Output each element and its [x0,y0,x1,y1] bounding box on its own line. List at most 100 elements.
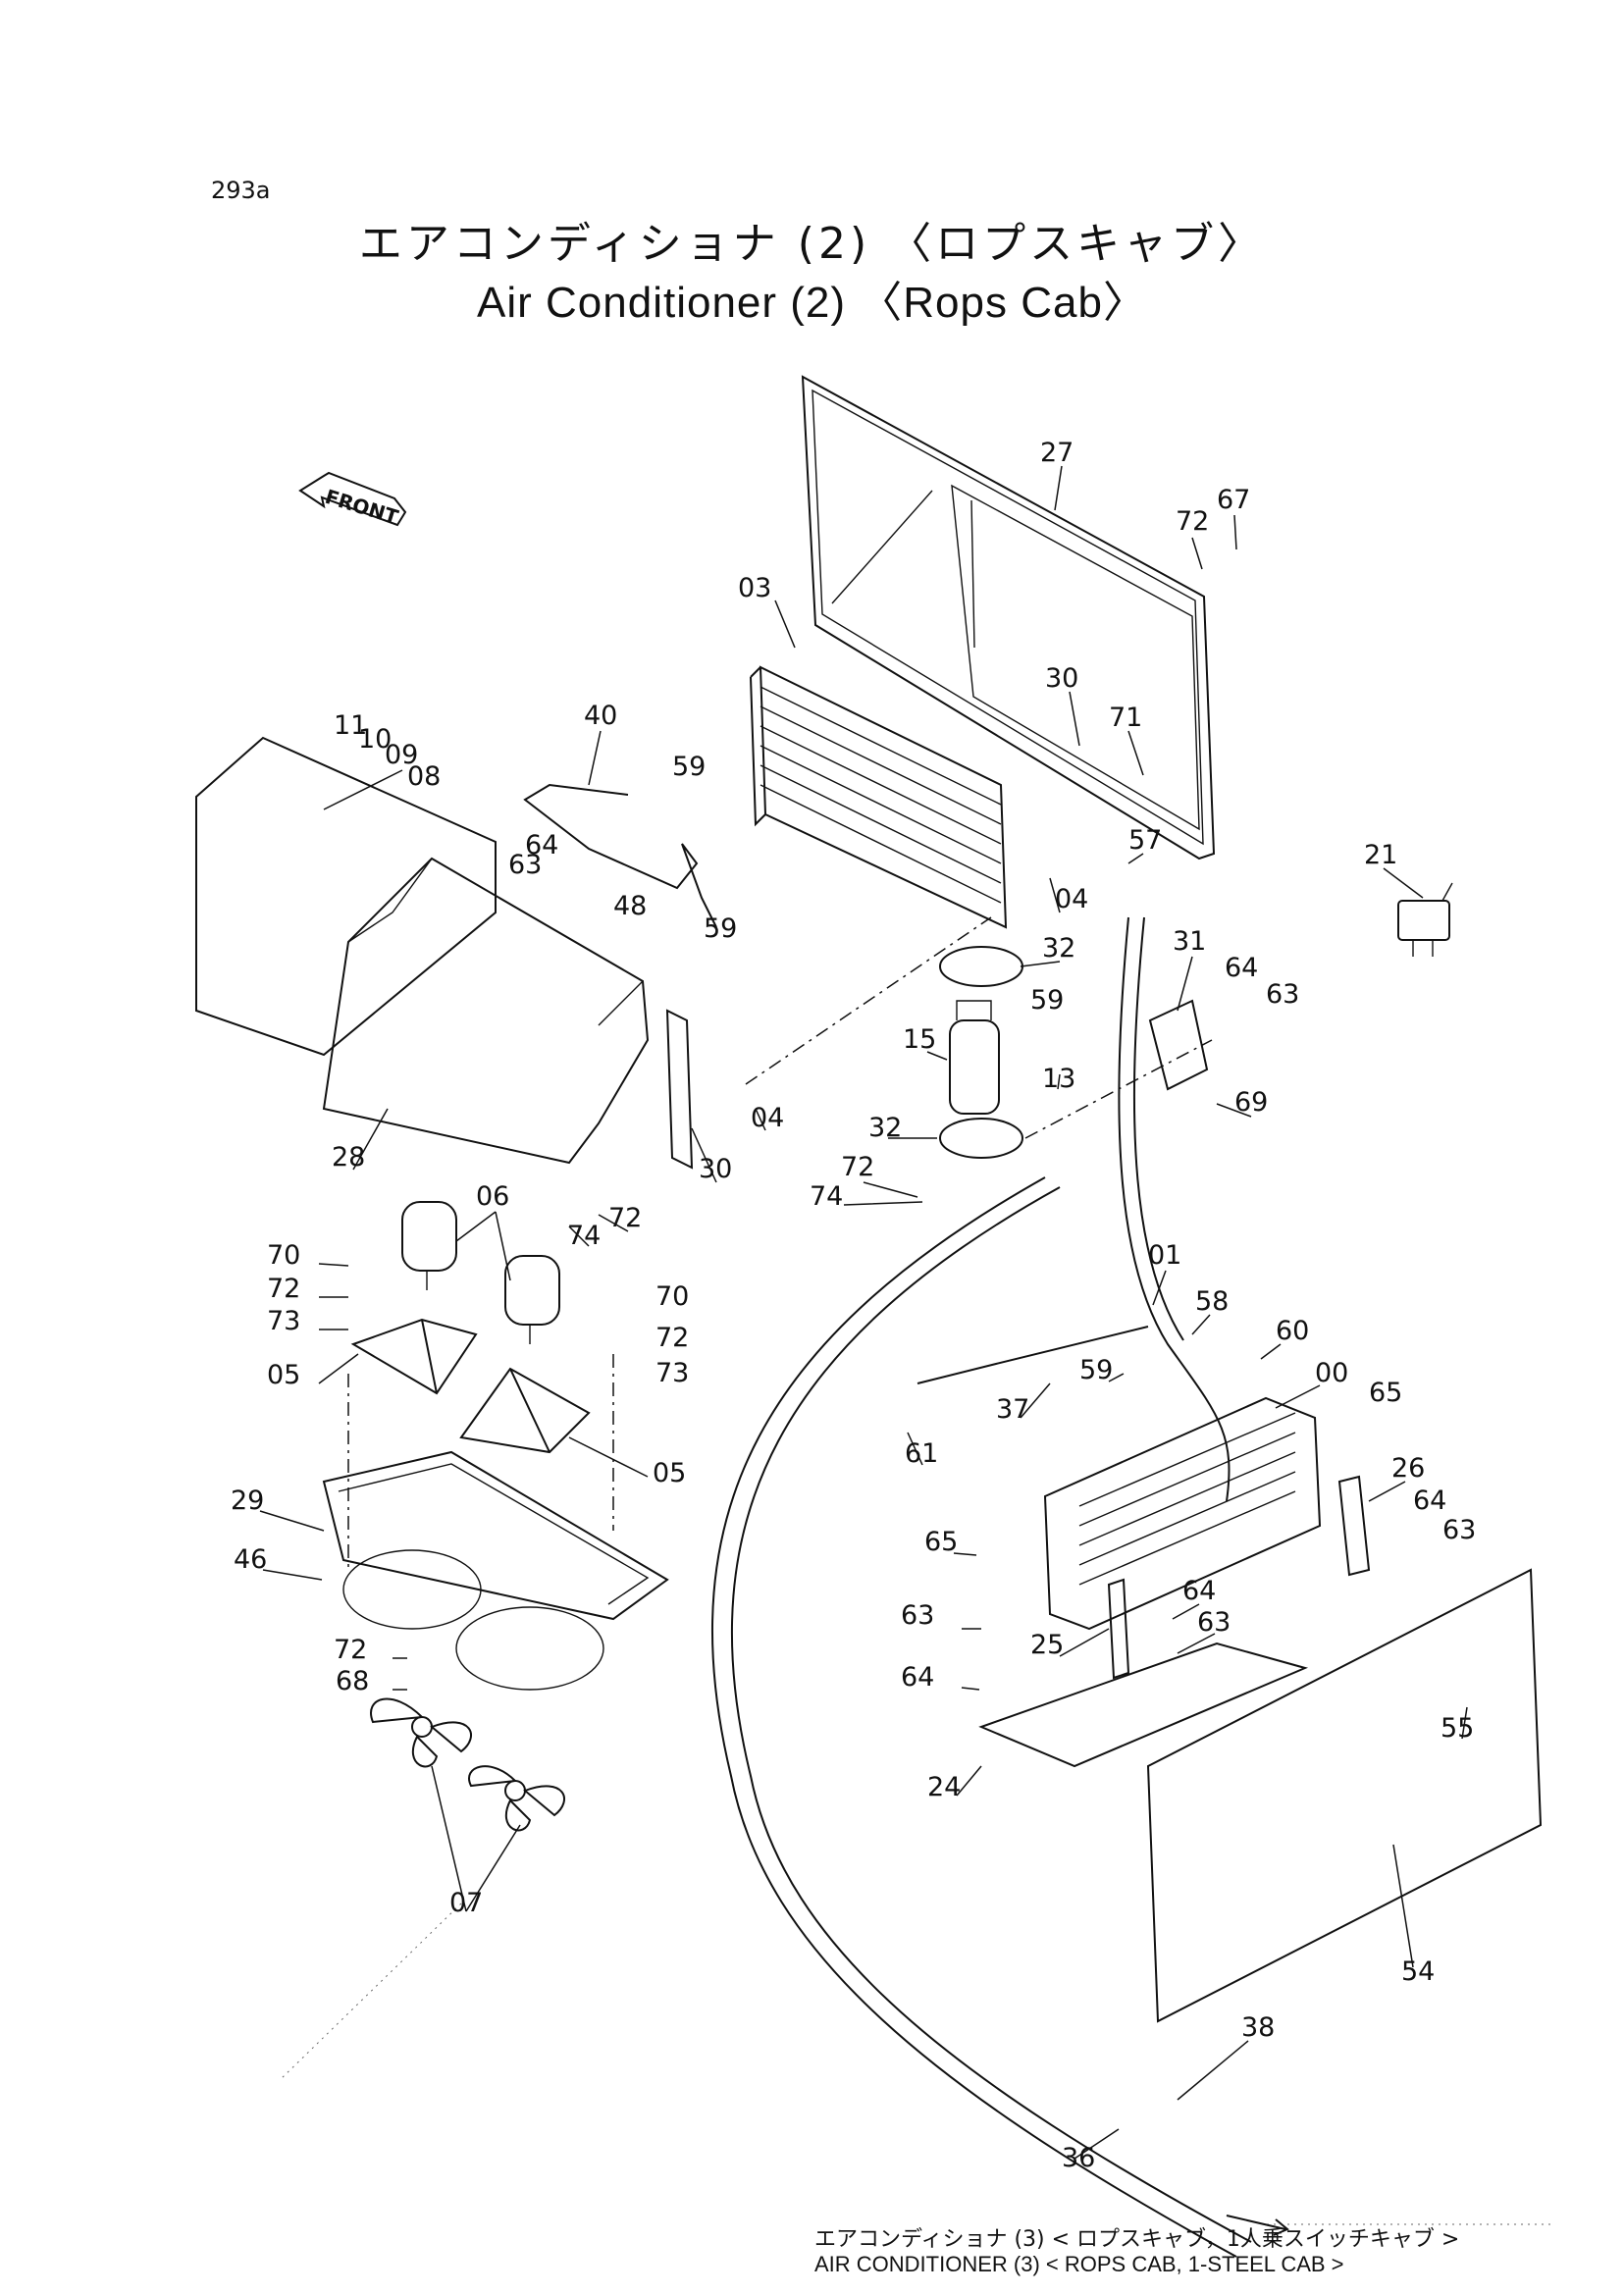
part-label-64: 64 [901,1662,934,1693]
evaporator-core [1043,1396,1322,1631]
part-label-65: 65 [924,1527,958,1557]
part-label-63: 63 [1266,979,1299,1010]
part-label-73: 73 [655,1358,689,1388]
part-label-55: 55 [1441,1713,1474,1744]
receiver-dryer [949,1000,1000,1115]
bracket-31 [1148,999,1209,1091]
bracket-26 [1337,1475,1371,1577]
part-label-26: 26 [1391,1453,1425,1484]
motor-support-left [350,1318,478,1395]
part-label-63: 63 [508,850,542,880]
part-label-63: 63 [1197,1607,1231,1638]
part-labels: 27 72 67 03 30 71 40 11 10 09 08 59 64 6… [231,438,1476,2173]
motor-support-right [459,1367,591,1454]
part-label-32: 32 [1042,933,1075,964]
part-label-04: 04 [1055,884,1088,914]
part-label-72: 72 [267,1274,300,1304]
part-label-58: 58 [1195,1286,1229,1317]
clamp-lower [939,1118,1023,1159]
relay [1397,882,1453,957]
part-label-27: 27 [1040,438,1074,468]
hose-38-inner [1132,916,1184,1341]
part-label-68: 68 [336,1666,369,1696]
part-label-64: 64 [1413,1486,1446,1516]
part-label-01: 01 [1148,1240,1181,1271]
continuation-arrow-icon [1226,2215,1289,2236]
front-arrow-icon: FRONT [298,471,407,529]
part-label-25: 25 [1030,1630,1064,1660]
part-label-64: 64 [525,830,558,860]
blower-motor-right [504,1255,560,1344]
fan-case [322,1450,669,1691]
hose-38 [1118,916,1231,1502]
title-japanese: エアコンディショナ (2) 〈ロプスキャブ〉 [358,219,1266,269]
page-number: 293a [211,177,271,204]
cable-37 [917,1326,1149,1384]
part-label-60: 60 [1276,1316,1309,1346]
part-label-70: 70 [655,1281,689,1312]
part-label-05: 05 [653,1458,686,1488]
part-label-21: 21 [1364,840,1397,870]
part-label-10: 10 [358,724,392,755]
condenser-core [750,665,1008,929]
part-label-59: 59 [672,752,706,782]
part-label-37: 37 [996,1394,1029,1425]
part-label-64: 64 [1225,953,1258,983]
cover-panel-54 [1146,1568,1543,2023]
part-label-46: 46 [234,1544,267,1575]
part-label-74: 74 [810,1181,843,1212]
part-label-73: 73 [267,1306,300,1336]
title-english: Air Conditioner (2) 〈Rops Cab〉 [477,279,1147,327]
condenser-cover-panel [801,375,1216,860]
part-label-72: 72 [841,1152,874,1182]
hose-36 [711,1176,1237,2258]
part-label-05: 05 [267,1360,300,1390]
part-label-72: 72 [608,1203,642,1233]
part-label-67: 67 [1217,485,1250,515]
part-label-63: 63 [1442,1515,1476,1545]
clamp-upper [939,946,1023,987]
part-label-59: 59 [704,913,737,944]
part-label-24: 24 [927,1772,961,1802]
part-label-57: 57 [1128,825,1162,856]
bracket-25 [1107,1578,1130,1680]
part-label-00: 00 [1315,1358,1348,1388]
part-label-70: 70 [267,1240,300,1271]
blower-housing [195,736,694,1170]
reference-line [279,1903,1550,2225]
part-label-72: 72 [334,1635,367,1665]
part-label-06: 06 [476,1181,509,1212]
part-label-15: 15 [903,1024,936,1055]
part-label-74: 74 [567,1221,601,1251]
part-label-30: 30 [1045,663,1078,694]
footer-reference-en: AIR CONDITIONER (3) < ROPS CAB, 1-STEEL … [814,2252,1344,2276]
part-label-31: 31 [1173,926,1206,957]
part-label-72: 72 [1176,506,1209,537]
part-label-29: 29 [231,1486,264,1516]
part-label-40: 40 [584,701,617,731]
part-label-54: 54 [1401,1956,1435,1987]
blower-motor-left [401,1201,457,1290]
part-label-59: 59 [1079,1355,1113,1385]
base-plate-24 [978,1642,1309,1768]
part-label-03: 03 [738,573,771,603]
part-label-63: 63 [901,1600,934,1631]
fan-blade-right [468,1765,565,1832]
part-label-04: 04 [751,1103,784,1133]
footer-reference-jp: エアコンディショナ (3) < ロプスキャブ，1人乗スイッチキャブ > [814,2227,1460,2252]
part-label-65: 65 [1369,1378,1402,1408]
part-label-72: 72 [655,1323,689,1353]
hose-36-outer [730,1186,1252,2243]
fan-blade-left [370,1697,472,1768]
part-label-11: 11 [334,710,367,741]
part-label-38: 38 [1241,2012,1275,2043]
part-label-09: 09 [385,740,418,770]
pipe-40 [523,783,717,928]
assembly-line [347,916,1213,1570]
part-label-59: 59 [1030,985,1064,1016]
leader-lines [259,465,1468,2160]
part-label-48: 48 [613,891,647,921]
part-label-71: 71 [1109,703,1142,733]
part-label-64: 64 [1182,1576,1216,1606]
